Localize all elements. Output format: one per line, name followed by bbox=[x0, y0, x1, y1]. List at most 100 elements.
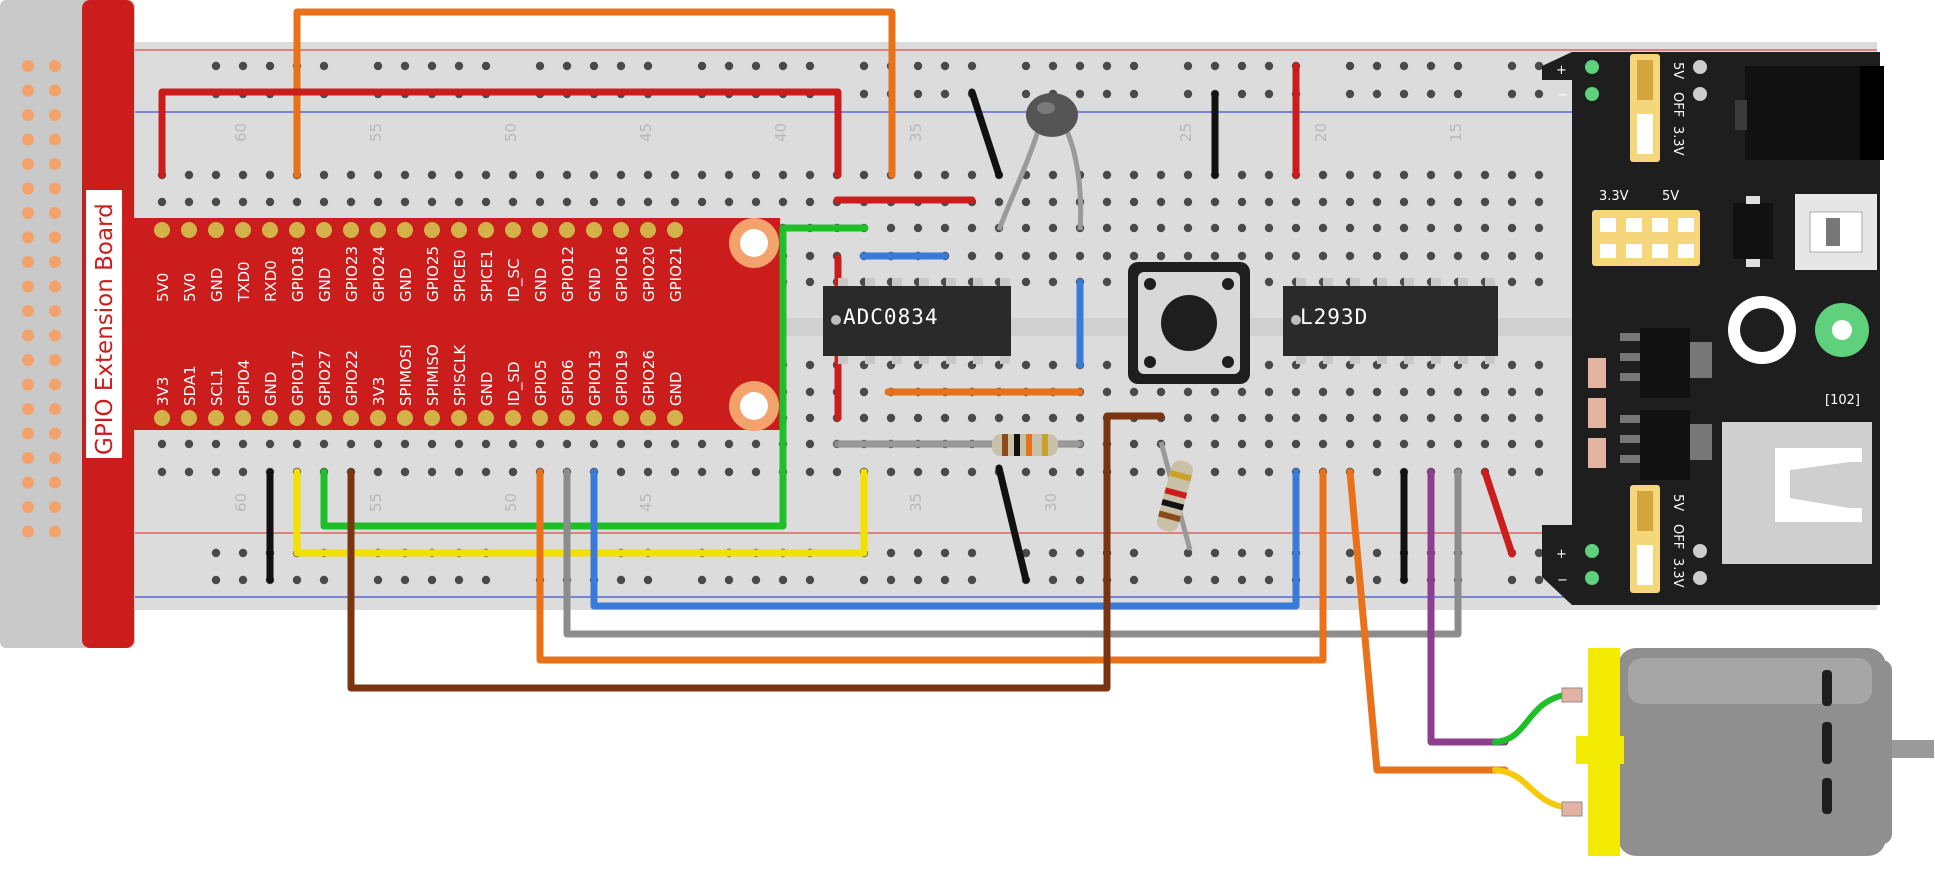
breadboard-hole bbox=[1372, 439, 1382, 449]
gpio-header-pins bbox=[154, 222, 683, 426]
breadboard-hole bbox=[670, 170, 680, 180]
breadboard-hole bbox=[1183, 413, 1193, 423]
ribbon-pin bbox=[49, 60, 61, 72]
header-pin bbox=[208, 222, 224, 238]
breadboard-hole bbox=[859, 387, 869, 397]
breadboard-hole bbox=[1453, 439, 1463, 449]
ribbon-pin bbox=[49, 207, 61, 219]
col-num-60-bottom: 60 bbox=[232, 493, 250, 512]
breadboard-hole bbox=[967, 223, 977, 233]
rail-hole bbox=[1453, 61, 1463, 71]
breadboard-hole bbox=[1426, 251, 1436, 261]
ribbon-pin bbox=[49, 133, 61, 146]
pin-label-bottom: SCL1 bbox=[208, 368, 226, 406]
breadboard-hole bbox=[319, 197, 329, 207]
breadboard-hole bbox=[751, 439, 761, 449]
breadboard-hole bbox=[1075, 251, 1085, 261]
rail-hole bbox=[616, 575, 626, 585]
breadboard-hole bbox=[1210, 439, 1220, 449]
breadboard-hole bbox=[967, 170, 977, 180]
breadboard-hole bbox=[1534, 413, 1544, 423]
ribbon-pin bbox=[22, 60, 34, 72]
breadboard-hole bbox=[1102, 170, 1112, 180]
breadboard-hole bbox=[562, 170, 572, 180]
ribbon-pin bbox=[49, 305, 61, 317]
breadboard-hole bbox=[238, 467, 248, 477]
breadboard-hole bbox=[1507, 413, 1517, 423]
breadboard-hole bbox=[1534, 387, 1544, 397]
breadboard-hole bbox=[508, 197, 518, 207]
header-pin bbox=[667, 410, 683, 426]
breadboard-hole bbox=[1264, 277, 1274, 287]
breadboard-hole bbox=[1453, 251, 1463, 261]
push-button bbox=[1128, 262, 1250, 384]
ribbon-header-pins bbox=[22, 60, 61, 538]
rail-hole bbox=[724, 575, 734, 585]
col-num-45-bottom: 45 bbox=[637, 493, 655, 512]
header-pin bbox=[343, 222, 359, 238]
breadboard-hole bbox=[1372, 387, 1382, 397]
rail-hole bbox=[724, 61, 734, 71]
breadboard-hole bbox=[859, 170, 869, 180]
breadboard-hole bbox=[1507, 251, 1517, 261]
breadboard-hole bbox=[778, 170, 788, 180]
header-pin bbox=[235, 410, 251, 426]
breadboard-hole bbox=[1345, 197, 1355, 207]
breadboard-hole bbox=[1129, 439, 1139, 449]
rail-hole bbox=[1534, 89, 1544, 99]
pin-label-bottom: GND bbox=[478, 372, 496, 406]
rail-hole bbox=[1183, 575, 1193, 585]
breadboard-hole bbox=[1129, 251, 1139, 261]
breadboard-hole bbox=[1264, 223, 1274, 233]
header-pin bbox=[505, 410, 521, 426]
breadboard-hole bbox=[1102, 251, 1112, 261]
breadboard-hole bbox=[1183, 223, 1193, 233]
breadboard-hole bbox=[1021, 413, 1031, 423]
breadboard-hole bbox=[1048, 277, 1058, 287]
top-jumper-off: OFF bbox=[1670, 92, 1685, 117]
breadboard-hole bbox=[940, 170, 950, 180]
ribbon-pin bbox=[49, 84, 61, 97]
rail-hole bbox=[1021, 61, 1031, 71]
header-pin bbox=[235, 222, 251, 238]
rail-hole bbox=[292, 575, 302, 585]
ribbon-pin bbox=[49, 427, 61, 440]
pin-label-bottom: GPIO13 bbox=[586, 350, 604, 406]
wire-yellow bbox=[293, 468, 868, 557]
breadboard-hole bbox=[535, 170, 545, 180]
header-pin bbox=[154, 222, 170, 238]
header-label-3v3: 3.3V bbox=[1599, 189, 1629, 204]
breadboard-hole bbox=[670, 197, 680, 207]
breadboard-hole bbox=[1453, 223, 1463, 233]
header-pin bbox=[316, 410, 332, 426]
rail-hole bbox=[913, 89, 923, 99]
breadboard-hole bbox=[1021, 251, 1031, 261]
breadboard-hole bbox=[1291, 387, 1301, 397]
breadboard-hole bbox=[400, 467, 410, 477]
ribbon-pin bbox=[22, 476, 34, 489]
breadboard-hole bbox=[1399, 223, 1409, 233]
rail-hole bbox=[1264, 89, 1274, 99]
header-pin bbox=[397, 410, 413, 426]
pin-label-bottom: SPISCLK bbox=[451, 344, 469, 406]
breadboard-hole bbox=[886, 413, 896, 423]
rail-hole bbox=[562, 61, 572, 71]
breadboard-hole bbox=[1399, 251, 1409, 261]
rail-hole bbox=[400, 575, 410, 585]
breadboard-hole bbox=[1183, 170, 1193, 180]
breadboard-hole bbox=[400, 197, 410, 207]
rail-hole bbox=[373, 575, 383, 585]
pin-label-top: GND bbox=[397, 268, 415, 302]
rail-hole bbox=[886, 575, 896, 585]
breadboard-hole bbox=[967, 467, 977, 477]
breadboard-hole bbox=[940, 467, 950, 477]
ribbon-pin bbox=[22, 501, 34, 513]
breadboard-hole bbox=[319, 170, 329, 180]
breadboard-hole bbox=[1480, 387, 1490, 397]
breadboard-hole bbox=[238, 439, 248, 449]
breadboard-hole bbox=[427, 197, 437, 207]
rail-hole bbox=[1399, 61, 1409, 71]
breadboard-hole bbox=[805, 197, 815, 207]
breadboard-hole bbox=[886, 467, 896, 477]
col-num-50-bottom: 50 bbox=[502, 493, 520, 512]
